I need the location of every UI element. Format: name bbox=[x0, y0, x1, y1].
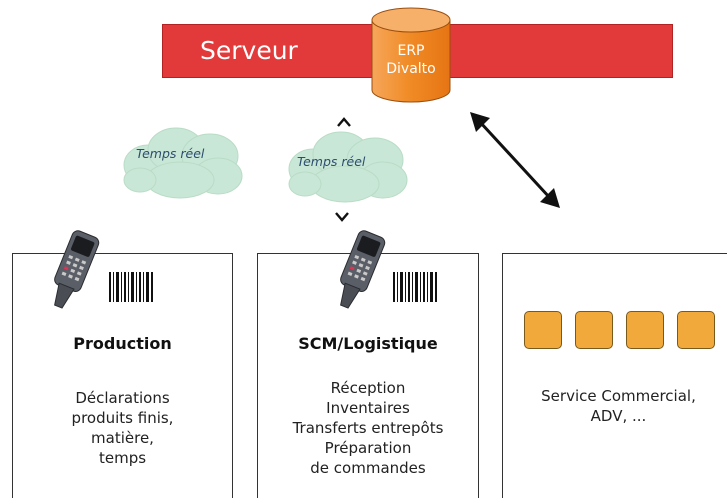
chevron-up-icon bbox=[337, 117, 351, 127]
handheld-scanner-icon bbox=[340, 230, 386, 309]
panel-line: Transferts entrepôts bbox=[292, 419, 444, 437]
handheld-scanner-icon bbox=[54, 230, 100, 309]
cloud-icon bbox=[288, 131, 408, 203]
panel-line: Déclarations bbox=[75, 389, 170, 407]
module-square-icon bbox=[677, 311, 715, 349]
panel-body-production: Déclarations produits finis, matière, te… bbox=[12, 388, 233, 468]
panel-line: ADV, ... bbox=[590, 407, 647, 425]
panel-service bbox=[502, 253, 727, 498]
panel-line: Inventaires bbox=[326, 399, 410, 417]
panel-body-service: Service Commercial, ADV, ... bbox=[510, 386, 727, 426]
panel-line: temps bbox=[98, 449, 147, 467]
panel-body-scm: Réception Inventaires Transferts entrepô… bbox=[257, 378, 479, 478]
double-arrow-icon bbox=[470, 112, 560, 208]
module-square-icon bbox=[626, 311, 664, 349]
cloud-label-left: Temps réel bbox=[136, 146, 205, 161]
database-label-line2: Divalto bbox=[386, 61, 436, 77]
module-square-icon bbox=[575, 311, 613, 349]
panel-line: matière, bbox=[91, 429, 154, 447]
cloud-label-center: Temps réel bbox=[297, 154, 366, 169]
server-label: Serveur bbox=[200, 36, 298, 65]
database-icon bbox=[371, 7, 451, 103]
panel-line: de commandes bbox=[310, 459, 426, 477]
panel-title-scm: SCM/Logistique bbox=[298, 334, 438, 353]
barcode-icon bbox=[393, 272, 437, 302]
panel-line: produits finis, bbox=[71, 409, 174, 427]
barcode-icon bbox=[109, 272, 153, 302]
cloud-icon bbox=[123, 127, 243, 199]
chevron-down-icon bbox=[335, 212, 349, 222]
panel-title-production: Production bbox=[73, 334, 172, 353]
panel-line: Préparation bbox=[324, 439, 412, 457]
panel-line: Service Commercial, bbox=[541, 387, 696, 405]
module-square-icon bbox=[524, 311, 562, 349]
database-label: ERP Divalto bbox=[368, 42, 454, 78]
database-label-line1: ERP bbox=[397, 43, 425, 59]
panel-line: Réception bbox=[330, 379, 406, 397]
panel-scm bbox=[257, 253, 479, 498]
panel-production bbox=[12, 253, 233, 498]
